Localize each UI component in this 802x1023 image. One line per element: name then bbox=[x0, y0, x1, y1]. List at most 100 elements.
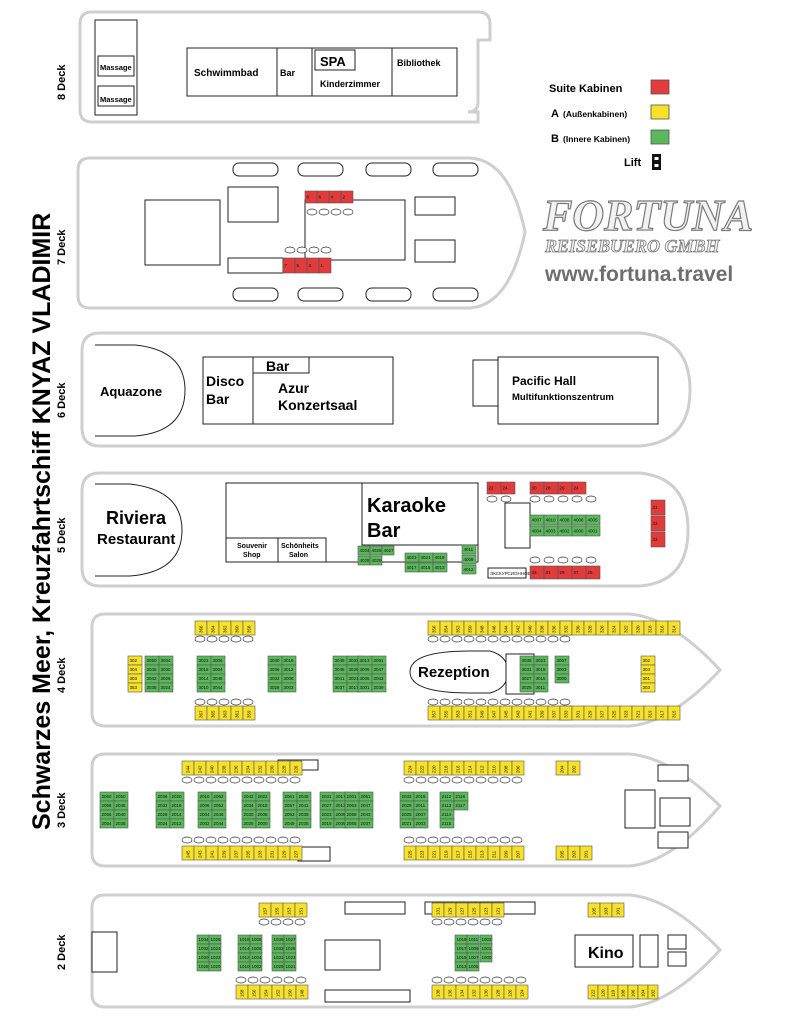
cabin-202[interactable] bbox=[567, 760, 581, 776]
cabin-number-2021: 2021 bbox=[402, 821, 413, 826]
cabin-number-2006: 2006 bbox=[200, 803, 211, 808]
legend-suite-label: Suite Kabinen bbox=[549, 83, 623, 95]
cabin-number-23: 23 bbox=[653, 537, 659, 542]
cabin-4005[interactable] bbox=[585, 514, 601, 526]
cabin-number-3018: 3018 bbox=[199, 667, 210, 672]
cabin-number-1010: 1010 bbox=[240, 964, 251, 969]
cabin-4013[interactable] bbox=[432, 562, 448, 573]
cabin-3000[interactable] bbox=[554, 673, 570, 684]
cabin-358[interactable] bbox=[242, 620, 256, 636]
cabin-1005[interactable] bbox=[466, 961, 480, 972]
cabin-1000[interactable] bbox=[479, 952, 493, 963]
cabin-226[interactable] bbox=[289, 760, 303, 776]
cabin-number-328: 328 bbox=[588, 625, 593, 633]
cabin-2035[interactable] bbox=[296, 818, 312, 829]
cabin-number-4004: 4004 bbox=[532, 529, 543, 534]
cabin-4011[interactable] bbox=[461, 544, 477, 555]
cabin-number-2031: 2031 bbox=[322, 794, 333, 799]
cabin-number-4023: 4023 bbox=[407, 555, 418, 560]
cabin-number-2030: 2030 bbox=[244, 812, 255, 817]
berth-2plus1-icon bbox=[194, 698, 206, 706]
cabin-24[interactable] bbox=[571, 481, 587, 495]
cabin-number-2056: 2056 bbox=[102, 812, 113, 817]
cabin-24[interactable] bbox=[500, 481, 516, 495]
disco-label: Disco bbox=[206, 373, 244, 389]
cabin-3002[interactable] bbox=[281, 682, 297, 693]
berth-2plus1-icon bbox=[511, 776, 523, 784]
cabin-1020[interactable] bbox=[208, 961, 222, 972]
bar-8-label: Bar bbox=[280, 68, 296, 78]
cabin-number-327: 327 bbox=[600, 710, 605, 718]
cabin-3039[interactable] bbox=[371, 682, 387, 693]
cabin-number-3048: 3048 bbox=[213, 676, 224, 681]
cabin-number-2053: 2053 bbox=[285, 812, 296, 817]
cabin-3011[interactable] bbox=[533, 682, 549, 693]
cabin-4001[interactable] bbox=[585, 525, 601, 537]
berth-2plus1-icon bbox=[499, 698, 511, 706]
cabin-number-216: 216 bbox=[456, 765, 461, 773]
cabin-4029[interactable] bbox=[369, 555, 383, 566]
cabin-2038[interactable] bbox=[113, 818, 129, 829]
cabin-2117[interactable] bbox=[453, 800, 469, 811]
cabin-number-1026: 1026 bbox=[211, 937, 222, 942]
cabin-number-2024: 2024 bbox=[158, 821, 169, 826]
cabin-2[interactable] bbox=[340, 190, 354, 204]
cabin-303[interactable] bbox=[640, 682, 656, 693]
cabin-201[interactable] bbox=[579, 845, 593, 861]
cabin-number-3017: 3017 bbox=[349, 685, 360, 690]
cabin-1021[interactable] bbox=[283, 961, 297, 972]
cabin-number-33: 33 bbox=[532, 570, 538, 575]
cabin-number-138: 138 bbox=[436, 989, 441, 997]
legend-b-label: B bbox=[551, 133, 559, 145]
cabin-23[interactable] bbox=[650, 531, 666, 548]
cabin-number-226: 226 bbox=[294, 765, 299, 773]
cabin-number-301: 301 bbox=[643, 676, 651, 681]
cabin-4027[interactable] bbox=[381, 545, 395, 556]
cabin-121[interactable] bbox=[491, 902, 505, 918]
cabin-148[interactable] bbox=[295, 984, 309, 1000]
cabin-353[interactable] bbox=[127, 682, 143, 693]
cabin-4012[interactable] bbox=[461, 564, 477, 575]
cabin-number-244: 244 bbox=[186, 765, 191, 773]
cabin-227[interactable] bbox=[289, 845, 303, 861]
cabin-number-3012: 3012 bbox=[284, 667, 295, 672]
cabin-number-3023: 3023 bbox=[536, 658, 547, 663]
cabin-25[interactable] bbox=[585, 565, 601, 580]
cabin-2037[interactable] bbox=[358, 818, 374, 829]
cabin-101[interactable] bbox=[611, 902, 625, 918]
cabin-number-356: 356 bbox=[432, 625, 437, 633]
cabin-2115[interactable] bbox=[439, 818, 455, 829]
cabin-102[interactable] bbox=[647, 984, 659, 1000]
cabin-number-2041: 2041 bbox=[299, 803, 310, 808]
cabin-number-230: 230 bbox=[270, 765, 275, 773]
cabin-number-3031: 3031 bbox=[522, 667, 533, 672]
cabin-number-227: 227 bbox=[294, 850, 299, 858]
cabin-206[interactable] bbox=[511, 760, 525, 776]
cabin-number-4013: 4013 bbox=[435, 565, 446, 570]
cabin-315[interactable] bbox=[667, 705, 681, 721]
deck-5: Riviera Restaurant Souvenir Shop Schönhe… bbox=[56, 471, 690, 588]
cabin-21[interactable] bbox=[650, 499, 666, 516]
cabin-3044[interactable] bbox=[210, 682, 226, 693]
cabin-359[interactable] bbox=[242, 705, 256, 721]
cabin-151[interactable] bbox=[294, 902, 308, 918]
cabin-124[interactable] bbox=[515, 984, 529, 1000]
cabin-number-2046: 2046 bbox=[116, 803, 127, 808]
berth-2plus1-icon bbox=[283, 976, 295, 984]
cabin-4019[interactable] bbox=[432, 552, 448, 563]
cabin-2044[interactable] bbox=[211, 818, 227, 829]
cabin-3024[interactable] bbox=[158, 682, 174, 693]
cabin-2003[interactable] bbox=[413, 818, 429, 829]
cabin-2000[interactable] bbox=[255, 818, 271, 829]
berth-2plus1-icon bbox=[217, 776, 229, 784]
cabin-1002[interactable] bbox=[249, 961, 263, 972]
cabin-23[interactable] bbox=[650, 515, 666, 532]
cabin-4009[interactable] bbox=[461, 554, 477, 565]
cabin-207[interactable] bbox=[511, 845, 525, 861]
cabin-314[interactable] bbox=[667, 620, 681, 636]
cabin-1[interactable] bbox=[318, 257, 332, 274]
cabin-2012[interactable] bbox=[169, 818, 185, 829]
cabin-number-131: 131 bbox=[436, 907, 441, 915]
cabin-number-2055: 2055 bbox=[347, 821, 358, 826]
cabin-number-2042: 2042 bbox=[244, 794, 255, 799]
